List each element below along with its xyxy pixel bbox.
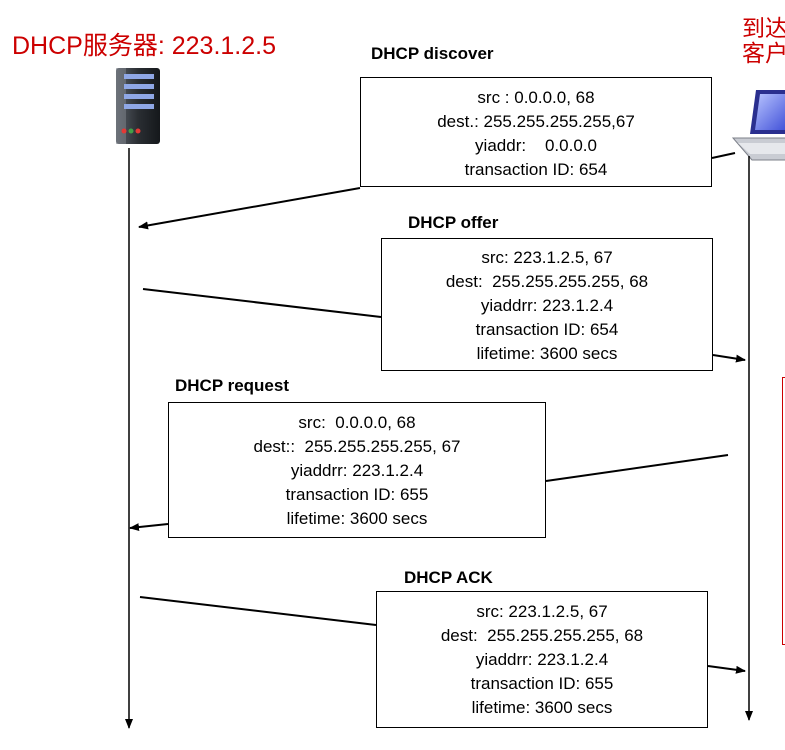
- client-title-line1: 到达: [742, 15, 785, 41]
- request-field: yiaddrr: 223.1.2.4: [290, 461, 424, 480]
- offer-field: transaction ID: 654: [475, 320, 619, 339]
- request-arrow: [129, 523, 169, 532]
- offer-arrow: [712, 354, 746, 363]
- ack-field: lifetime: 3600 secs: [471, 698, 613, 717]
- ack-message-box: src: 223.1.2.5, 67 dest: 255.255.255.255…: [376, 591, 708, 728]
- ack-field: yiaddrr: 223.1.2.4: [475, 650, 609, 669]
- laptop-icon: [731, 90, 785, 161]
- offer-label: DHCP offer: [408, 213, 499, 232]
- offer-arrow-segment: [142, 288, 382, 318]
- annotation-box: [782, 377, 785, 645]
- request-label: DHCP request: [175, 376, 289, 395]
- discover-label: DHCP discover: [371, 44, 494, 63]
- ack-arrow-segment: [139, 596, 377, 626]
- discover-arrow: [138, 187, 361, 230]
- ack-field: transaction ID: 655: [470, 674, 614, 693]
- discover-field: dest.: 255.255.255.255,67: [437, 112, 635, 131]
- request-field: lifetime: 3600 secs: [286, 509, 428, 528]
- offer-field: yiaddrr: 223.1.2.4: [480, 296, 614, 315]
- discover-field: src : 0.0.0.0, 68: [477, 88, 595, 107]
- offer-message-box: src: 223.1.2.5, 67 dest: 255.255.255.255…: [381, 238, 713, 371]
- discover-field: transaction ID: 654: [464, 160, 608, 179]
- client-title: 到达 客户: [742, 16, 785, 66]
- ack-field: dest: 255.255.255.255, 68: [440, 626, 644, 645]
- request-arrow-segment: [545, 454, 729, 482]
- request-field: src: 0.0.0.0, 68: [298, 413, 416, 432]
- request-message-box: src: 0.0.0.0, 68 dest:: 255.255.255.255,…: [168, 402, 546, 538]
- server-title: DHCP服务器: 223.1.2.5: [12, 32, 276, 60]
- offer-field: lifetime: 3600 secs: [476, 344, 618, 363]
- offer-field: dest: 255.255.255.255, 68: [445, 272, 649, 291]
- request-field: dest:: 255.255.255.255, 67: [253, 437, 461, 456]
- client-title-line2: 客户: [742, 40, 785, 66]
- server-tower-icon: [116, 68, 160, 144]
- ack-field: src: 223.1.2.5, 67: [476, 602, 608, 621]
- ack-arrow: [707, 665, 746, 674]
- discover-field: yiaddr: 0.0.0.0: [475, 136, 597, 155]
- ack-label: DHCP ACK: [404, 568, 493, 587]
- discover-arrow-segment: [711, 152, 736, 159]
- discover-message-box: src : 0.0.0.0, 68 dest.: 255.255.255.255…: [360, 77, 712, 187]
- request-field: transaction ID: 655: [285, 485, 429, 504]
- offer-field: src: 223.1.2.5, 67: [481, 248, 613, 267]
